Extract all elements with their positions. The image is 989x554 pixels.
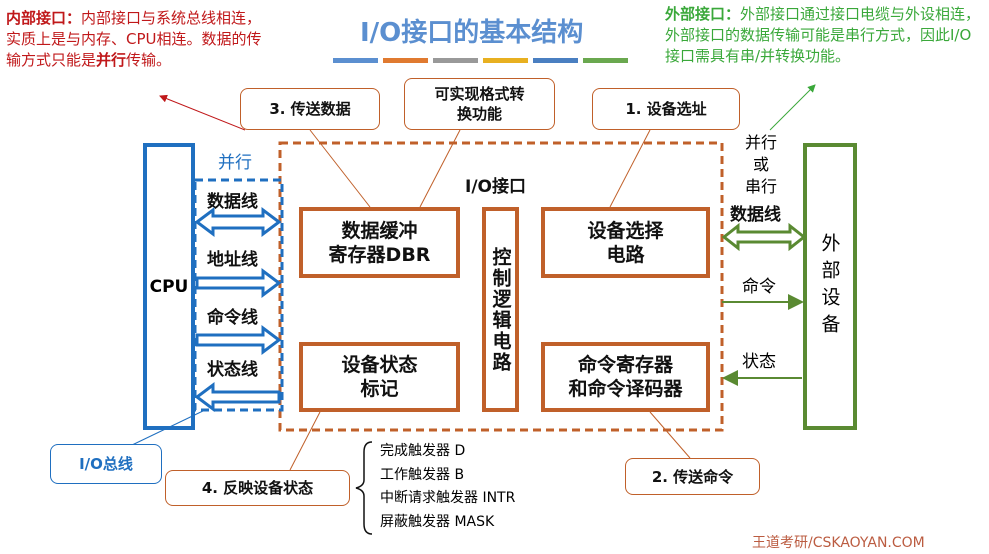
bus-line-address: 地址线 [207,250,258,270]
device-select-block: 设备选择电路 [541,207,710,278]
note-body: 外部接口通过接口电缆与外设相连，外部接口的数据传输可能是串行方式，因此I/O接口… [665,5,981,65]
external-data-line-label: 数据线 [730,205,781,225]
flip-flop-item: 工作触发器 B [380,466,465,483]
mode-line: 并行 [744,133,777,152]
page-title: I/O接口的基本结构 [360,18,584,48]
callout-line: 换功能 [456,105,502,123]
block-line: 设备状态 [341,354,418,376]
dbr-block: 数据缓冲寄存器DBR [299,207,460,278]
bus-line-data: 数据线 [207,192,258,212]
parallel-label: 并行 [218,153,252,173]
internal-interface-note: 内部接口：内部接口与系统总线相连，实质上是与内存、CPU相连。数据的传输方式只能… [6,8,276,71]
block-line: 寄存器DBR [328,243,431,266]
external-data-arrow [721,222,807,252]
block-line: 标记 [360,378,399,400]
note-body: 内部接口与系统总线相连，实质上是与内存、CPU相连。数据的传输方式只能是 [6,9,262,69]
flip-flop-list: 完成触发器 D 工作触发器 B 中断请求触发器 INTR 屏蔽触发器 MASK [380,440,515,534]
callout-device-status: 4. 反映设备状态 [165,470,350,506]
title-color-bar [333,58,628,63]
note-emph: 并行 [96,51,127,69]
note-tail: 传输。 [126,51,172,69]
callout-io-bus: I/O总线 [50,444,162,484]
block-line: 和命令译码器 [568,378,683,400]
flip-flop-item: 完成触发器 D [380,443,466,459]
cpu-box: CPU [143,143,195,430]
callout-transfer-command: 2. 传送命令 [625,458,760,495]
external-interface-note: 外部接口：外部接口通过接口电缆与外设相连，外部接口的数据传输可能是串行方式，因此… [665,4,985,67]
io-interface-border [278,141,724,432]
bus-border [193,178,284,412]
status-label: 状态 [742,352,776,372]
bus-arrows [194,207,282,412]
block-line: 命令寄存器 [577,354,673,376]
command-label: 命令 [742,277,776,297]
io-interface-label: I/O接口 [465,177,526,197]
callout-transfer-data: 3. 传送数据 [240,88,380,130]
bus-line-command: 命令线 [207,308,258,328]
mode-line: 或 [752,155,769,174]
transfer-mode-label: 并行或串行 [735,132,787,198]
callout-line: 可实现格式转 [434,85,525,103]
bus-line-status: 状态线 [207,360,258,380]
block-line: 电路 [606,243,645,266]
device-status-block: 设备状态标记 [299,342,460,412]
command-register-block: 命令寄存器和命令译码器 [541,342,710,412]
block-line: 设备选择 [587,219,664,242]
block-line: 数据缓冲 [341,219,418,242]
mode-line: 串行 [744,177,777,196]
flip-flop-item: 中断请求触发器 INTR [380,490,516,506]
watermark: 王道考研/CSKAOYAN.COM [752,535,925,551]
callout-device-select: 1. 设备选址 [592,88,740,130]
control-logic-block: 控制逻辑电路 [482,207,519,412]
callout-format-convert: 可实现格式转换功能 [404,78,555,130]
note-head: 内部接口： [6,9,82,27]
external-device-box: 外部设备 [803,143,857,430]
brace [355,441,373,535]
note-head: 外部接口： [665,5,741,23]
flip-flop-item: 屏蔽触发器 MASK [380,513,495,530]
